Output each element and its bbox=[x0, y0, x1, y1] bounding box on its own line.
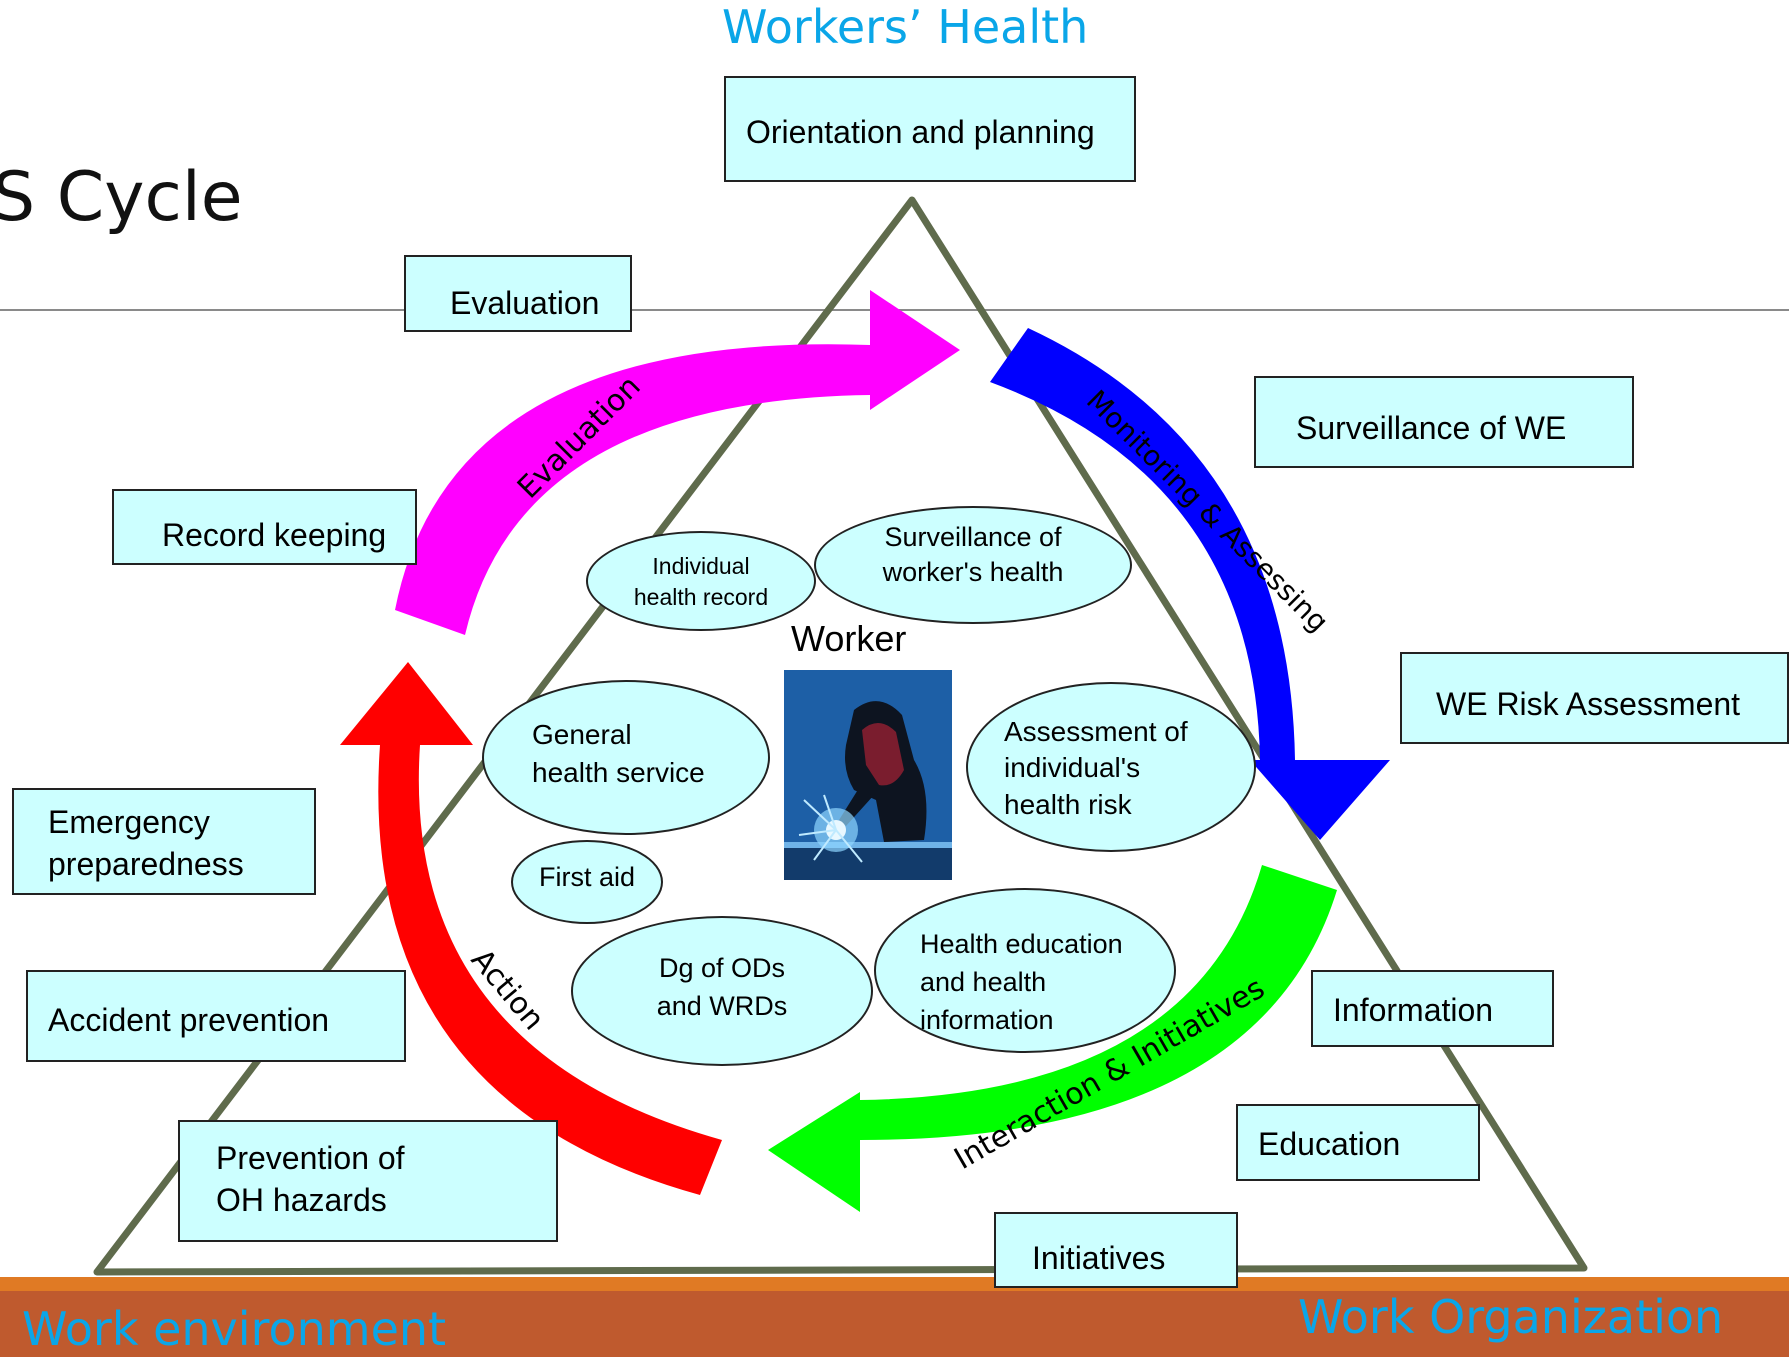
corner-label-workers-health: Workers’ Health bbox=[722, 0, 1089, 54]
monitoring-arrow bbox=[990, 328, 1390, 840]
education-box: Education bbox=[1236, 1104, 1480, 1181]
we-risk-assessment-box: WE Risk Assessment bbox=[1400, 652, 1789, 744]
individual-record-line-2: health record bbox=[633, 584, 769, 610]
health-edu-line-3: information bbox=[920, 1004, 1054, 1035]
welder-image bbox=[784, 670, 952, 880]
information-box: Information bbox=[1311, 970, 1554, 1047]
individual-record-line-1: Individual bbox=[652, 553, 750, 579]
surveillance-health-line-2: worker's health bbox=[882, 557, 1064, 587]
evaluation-arrow bbox=[395, 290, 960, 635]
general-health-line-2: health service bbox=[532, 756, 705, 788]
prevention-label-line-2: OH hazards bbox=[216, 1181, 387, 1218]
footer-band-top-stripe bbox=[0, 1277, 1789, 1291]
assessment-line-1: Assessment of bbox=[1004, 716, 1188, 747]
general-health-line-1: General bbox=[532, 719, 632, 750]
health-edu-line-2: and health bbox=[920, 966, 1047, 997]
initiatives-box: Initiatives bbox=[994, 1212, 1238, 1288]
record-keeping-box: Record keeping bbox=[112, 489, 417, 565]
surveillance-we-label: Surveillance of WE bbox=[1296, 410, 1567, 446]
health-edu-line-1: Health education bbox=[920, 929, 1123, 959]
first-aid-oval: First aid bbox=[511, 840, 663, 924]
interaction-arrow bbox=[768, 865, 1337, 1212]
assessment-line-3: health risk bbox=[1004, 788, 1132, 820]
individual-health-record-oval: Individual health record bbox=[586, 531, 816, 631]
corner-label-work-environment: Work environment bbox=[22, 1302, 447, 1356]
prevention-oh-hazards-box: Prevention of OH hazards bbox=[178, 1120, 558, 1242]
surveillance-worker-health-oval: Surveillance of worker's health bbox=[814, 506, 1132, 624]
accident-prevention-box: Accident prevention bbox=[26, 970, 406, 1062]
initiatives-label: Initiatives bbox=[1032, 1240, 1166, 1276]
dg-line-1: Dg of ODs bbox=[658, 953, 786, 983]
accident-prevention-label: Accident prevention bbox=[48, 1002, 330, 1038]
surveillance-we-box: Surveillance of WE bbox=[1254, 376, 1634, 468]
assessment-individual-health-risk-oval: Assessment of individual's health risk bbox=[966, 682, 1256, 852]
dg-ods-wrds-oval: Dg of ODs and WRDs bbox=[571, 916, 873, 1066]
worker-label: Worker bbox=[791, 618, 907, 659]
corner-label-work-organization: Work Organization bbox=[1298, 1290, 1724, 1344]
dg-line-2: and WRDs bbox=[656, 990, 788, 1021]
we-risk-assessment-label: WE Risk Assessment bbox=[1436, 686, 1741, 722]
evaluation-box-label: Evaluation bbox=[450, 285, 600, 321]
first-aid-label: First aid bbox=[538, 862, 636, 892]
emergency-preparedness-box: Emergency preparedness bbox=[12, 788, 316, 895]
assessment-line-2: individual's bbox=[1004, 752, 1141, 784]
action-arrow bbox=[340, 662, 722, 1195]
emergency-label-line-2: preparedness bbox=[48, 845, 244, 882]
orientation-planning-label: Orientation and planning bbox=[746, 114, 1095, 150]
record-keeping-label: Record keeping bbox=[162, 517, 387, 553]
information-label: Information bbox=[1333, 992, 1494, 1028]
surveillance-health-line-1: Surveillance of bbox=[884, 522, 1062, 552]
evaluation-box: Evaluation bbox=[404, 255, 632, 332]
slide-title: S Cycle bbox=[0, 158, 243, 237]
emergency-label-line-1: Emergency bbox=[48, 804, 210, 840]
orientation-planning-box: Orientation and planning bbox=[724, 76, 1136, 182]
education-label: Education bbox=[1258, 1126, 1401, 1162]
health-education-information-oval: Health education and health information bbox=[874, 888, 1176, 1053]
general-health-service-oval: General health service bbox=[482, 680, 770, 835]
prevention-label-line-1: Prevention of bbox=[216, 1140, 405, 1176]
